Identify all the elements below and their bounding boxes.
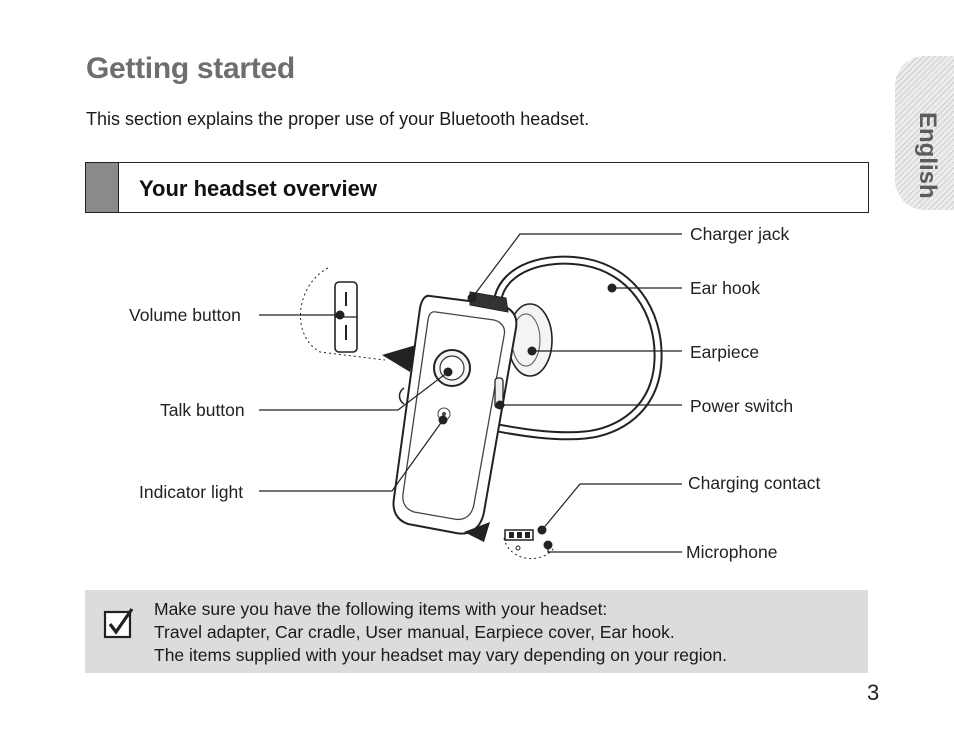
- note-line-1: Make sure you have the following items w…: [154, 599, 608, 619]
- checkbox-check-icon: [103, 608, 134, 639]
- label-power-switch: Power switch: [690, 396, 794, 416]
- label-charging-contact: Charging contact: [688, 473, 821, 493]
- label-microphone: Microphone: [686, 542, 778, 562]
- microphone-zoom: [464, 522, 555, 559]
- language-tab: English: [895, 56, 954, 210]
- earpiece-shape: [507, 303, 553, 377]
- section-header: Your headset overview: [85, 162, 869, 213]
- volume-zoom: [300, 267, 416, 405]
- note-line-2: Travel adapter, Car cradle, User manual,…: [154, 622, 675, 642]
- note-line-3: The items supplied with your headset may…: [154, 645, 727, 665]
- note-box: Make sure you have the following items w…: [85, 590, 868, 673]
- callout-lines: [259, 233, 682, 553]
- section-title: Your headset overview: [139, 176, 378, 201]
- label-indicator-light: Indicator light: [139, 482, 244, 502]
- section-marker: [86, 163, 119, 212]
- label-ear-hook: Ear hook: [690, 278, 761, 298]
- label-talk-button: Talk button: [160, 400, 245, 420]
- headset-body: [392, 291, 518, 535]
- label-earpiece: Earpiece: [690, 342, 760, 362]
- label-charger-jack: Charger jack: [690, 224, 790, 244]
- label-volume-button: Volume button: [129, 305, 241, 325]
- ear-hook-shape: [493, 255, 663, 441]
- intro-text: This section explains the proper use of …: [86, 109, 590, 129]
- page-number: 3: [867, 680, 880, 705]
- callout-dots: [335, 283, 617, 550]
- page-title: Getting started: [86, 52, 295, 85]
